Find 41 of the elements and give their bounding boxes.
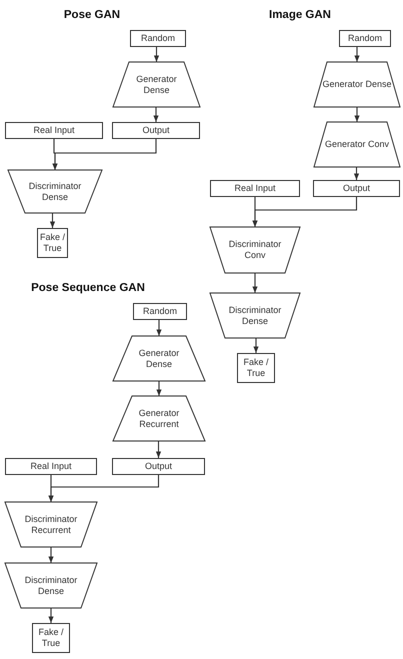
- block-label: Generator Conv: [324, 139, 390, 150]
- process-box: Random: [133, 303, 187, 320]
- block-label: Generator Dense: [138, 348, 180, 370]
- arrow: [354, 167, 360, 180]
- arrow: [156, 381, 162, 396]
- block-label: Discriminator Dense: [228, 304, 282, 326]
- arrow: [156, 320, 162, 336]
- arrow: [48, 608, 54, 623]
- arrow: [50, 213, 56, 228]
- arrow: [52, 139, 157, 170]
- arrow: [354, 47, 360, 62]
- block-label: Generator Recurrent: [138, 408, 180, 430]
- arrow: [354, 107, 360, 122]
- arrow: [156, 441, 162, 458]
- process-box: Output: [112, 458, 205, 475]
- process-box: Real Input: [210, 180, 300, 197]
- arrow: [252, 273, 258, 293]
- arrow: [253, 338, 259, 353]
- process-box: Fake / True: [237, 353, 275, 383]
- section-title: Pose Sequence GAN: [31, 282, 145, 294]
- section-title: Image GAN: [269, 9, 331, 21]
- process-box: Real Input: [5, 122, 103, 139]
- arrow: [154, 47, 160, 62]
- arrow: [48, 547, 54, 563]
- process-box: Random: [130, 30, 186, 47]
- block-label: Generator Dense: [322, 79, 392, 90]
- process-box: Real Input: [5, 458, 97, 475]
- block-label: Discriminator Recurrent: [24, 514, 78, 536]
- arrow: [252, 197, 358, 227]
- process-box: Fake / True: [37, 228, 68, 258]
- block-label: Generator Dense: [135, 74, 178, 96]
- block-label: Discriminator Dense: [24, 574, 78, 596]
- process-box: Output: [112, 122, 200, 139]
- process-box: Fake / True: [32, 623, 70, 653]
- arrow: [48, 475, 160, 502]
- arrow: [153, 107, 159, 122]
- block-label: Discriminator Conv: [228, 239, 282, 261]
- section-title: Pose GAN: [64, 9, 120, 21]
- process-box: Output: [313, 180, 400, 197]
- block-label: Discriminator Dense: [28, 180, 82, 202]
- process-box: Random: [339, 30, 391, 47]
